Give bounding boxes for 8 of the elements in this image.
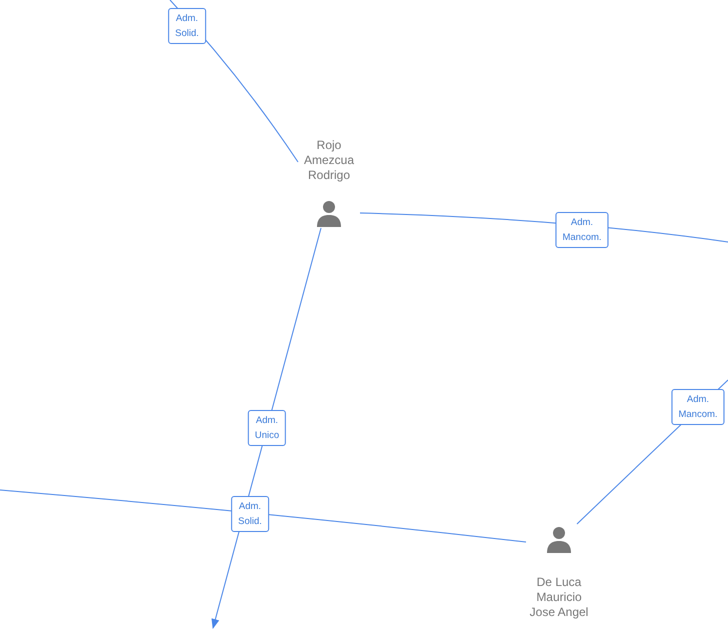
person-name: De Luca Mauricio Jose Angel <box>528 575 590 620</box>
person-name: Rojo Amezcua Rodrigo <box>302 138 356 183</box>
connector-line <box>0 490 526 542</box>
edge-label: Adm. Unico <box>248 410 286 446</box>
edge-label: Adm. Mancom. <box>555 212 609 248</box>
edge-label: Adm. Solid. <box>231 496 269 532</box>
edge-label: Adm. Solid. <box>168 8 206 44</box>
edge-label: Adm. Mancom. <box>671 389 725 425</box>
